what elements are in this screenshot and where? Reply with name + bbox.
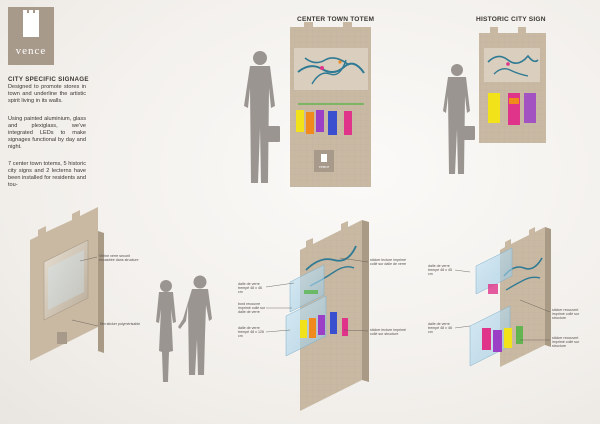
paragraph-materials: Using painted aluminium, glass and plexi… [8,116,86,150]
tower-icon [23,10,39,37]
callout-lectern-bottom: film sticker polymérisable [100,322,141,326]
callout-totem-b: dalle de verre trempé 48 x 46 cm [238,282,262,294]
callout-sign-b: sticker recouvert imprimé collé sur stru… [552,308,580,320]
callout-totem-e: dalle de verre trempé 48 x 126 cm [238,326,264,338]
callout-sign-d: sticker recouvert imprimé collé sur stru… [552,336,580,348]
callout-totem-a: sticker lecture imprimé collé sur dalle … [370,258,407,266]
section-heading: CITY SPECIFIC SIGNAGE [8,76,89,83]
exploded-totem [265,220,369,411]
person-silhouette-2 [443,64,475,174]
exploded-city-sign [454,227,551,367]
lectern [30,207,104,361]
totem-logo-text: vence [319,164,330,169]
logo-text: vence [15,45,47,57]
title-historic-city-sign: HISTORIC CITY SIGN [476,16,546,23]
callout-totem-c: bord recouvre imprimé collé sur dalle de… [238,302,266,314]
callout-sign-c: dalle de verre trempé 48 x 46 cm [428,322,452,334]
callout-sign-a: dalle de verre trempé 48 x 45 cm [428,264,452,276]
paragraph-installations: 7 center town totems, 5 historic city si… [8,161,86,188]
center-town-totem: vence [290,22,371,187]
historic-city-sign [479,27,546,143]
person-silhouette-1 [244,51,280,183]
title-center-town-totem: CENTER TOWN TOTEM [297,16,375,23]
couple-silhouette [156,275,212,382]
callout-lectern-top: Vitrine verre securit encastrée dans str… [99,254,139,262]
callout-totem-d: sticker lecture imprimé collé sur struct… [370,328,406,336]
vence-logo: vence [8,7,54,65]
paragraph-intro: Designed to promote stores in town and u… [8,84,86,104]
